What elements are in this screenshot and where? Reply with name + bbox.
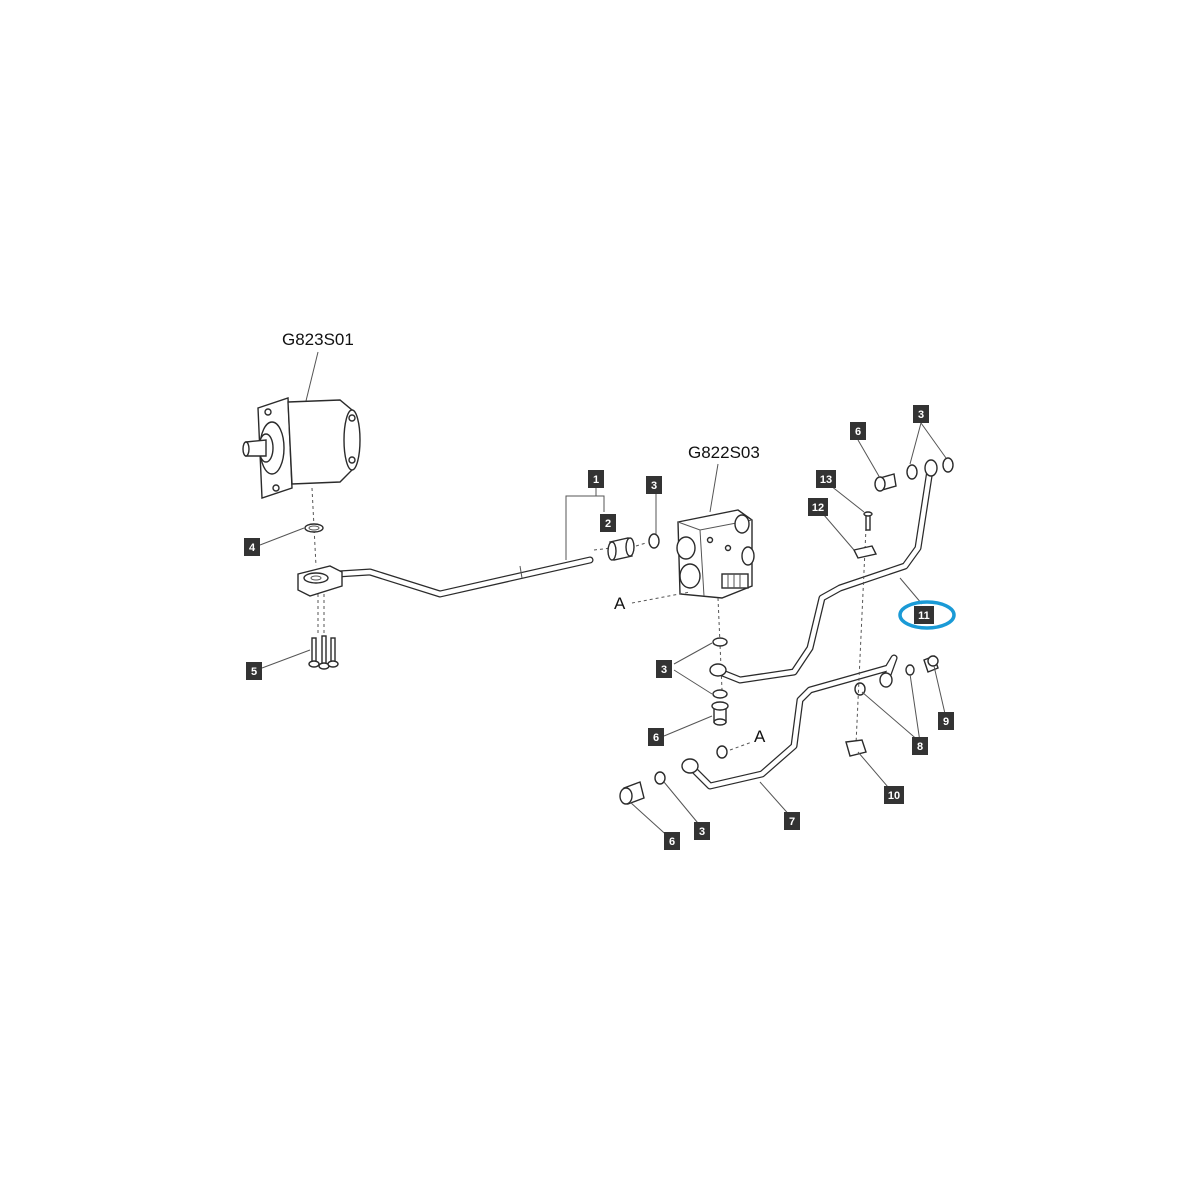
callout-8-label: 8 [917, 741, 923, 753]
callout-6-mid[interactable]: 6 [648, 728, 664, 746]
pipe-clamp [845, 511, 878, 757]
callout-5-label: 5 [251, 666, 257, 678]
callout-6-top-label: 6 [855, 426, 861, 438]
top-banjo-bolt [874, 473, 897, 492]
pressure-pipe [709, 459, 938, 684]
callout-10-label: 10 [888, 790, 900, 802]
callout-3-left[interactable]: 3 [656, 660, 672, 678]
pump-assembly-label: G823S01 [282, 330, 354, 349]
highlighted-part-ring [898, 600, 956, 630]
callout-9-label: 9 [943, 716, 949, 728]
callout-11-label: 11 [918, 610, 930, 622]
control-valve: G822S03 [676, 443, 760, 599]
callout-1-label: 1 [593, 474, 599, 486]
return-seal-washer [716, 745, 728, 759]
callout-8[interactable]: 8 [912, 737, 928, 755]
bottom-seal-washer [654, 771, 666, 785]
callout-5[interactable]: 5 [246, 662, 262, 680]
hydraulic-pump: G823S01 [242, 330, 361, 567]
callout-6-bottom[interactable]: 6 [664, 832, 680, 850]
banjo-bolt-mid [711, 701, 729, 726]
valve-assembly-label: G822S03 [688, 443, 760, 462]
callout-2-label: 2 [605, 518, 611, 530]
callout-11[interactable]: 11 [914, 606, 934, 624]
callout-1[interactable]: 1 [588, 470, 604, 488]
seal-washer [648, 533, 660, 549]
top-seal-washer-2 [942, 457, 954, 473]
callout-3-left-label: 3 [661, 664, 667, 676]
callout-3-valve[interactable]: 3 [646, 476, 662, 494]
plug-bolt [923, 655, 939, 673]
callout-4-label: 4 [249, 542, 256, 554]
top-seal-washer-1 [906, 464, 918, 480]
bolts [308, 594, 339, 670]
callout-12[interactable]: 12 [808, 498, 828, 516]
return-pipe [681, 654, 898, 790]
callout-2[interactable]: 2 [600, 514, 616, 532]
callout-3-top-label: 3 [918, 409, 924, 421]
callout-13-label: 13 [820, 474, 832, 486]
callout-7[interactable]: 7 [784, 812, 800, 830]
callout-6-mid-label: 6 [653, 732, 659, 744]
section-marker-a-lower: A [754, 727, 766, 746]
callout-3-top[interactable]: 3 [913, 405, 929, 423]
bottom-banjo-bolt [619, 781, 645, 805]
suction-pipe [297, 556, 594, 598]
callout-4[interactable]: 4 [244, 538, 260, 556]
callout-13[interactable]: 13 [816, 470, 836, 488]
callout-10[interactable]: 10 [884, 786, 904, 804]
washer-8-right [905, 664, 915, 676]
callout-6-top[interactable]: 6 [850, 422, 866, 440]
callout-3-bottom-label: 3 [699, 826, 705, 838]
callout-3-valve-label: 3 [651, 480, 657, 492]
callout-12-label: 12 [812, 502, 824, 514]
lower-seal-washer-2 [712, 689, 728, 699]
callout-7-label: 7 [789, 816, 795, 828]
section-marker-a-upper: A [614, 594, 626, 613]
connector-fitting [593, 537, 647, 561]
lower-seal-washer [712, 637, 728, 647]
callout-6-bottom-label: 6 [669, 836, 675, 848]
callout-9[interactable]: 9 [938, 712, 954, 730]
callout-3-bottom[interactable]: 3 [694, 822, 710, 840]
